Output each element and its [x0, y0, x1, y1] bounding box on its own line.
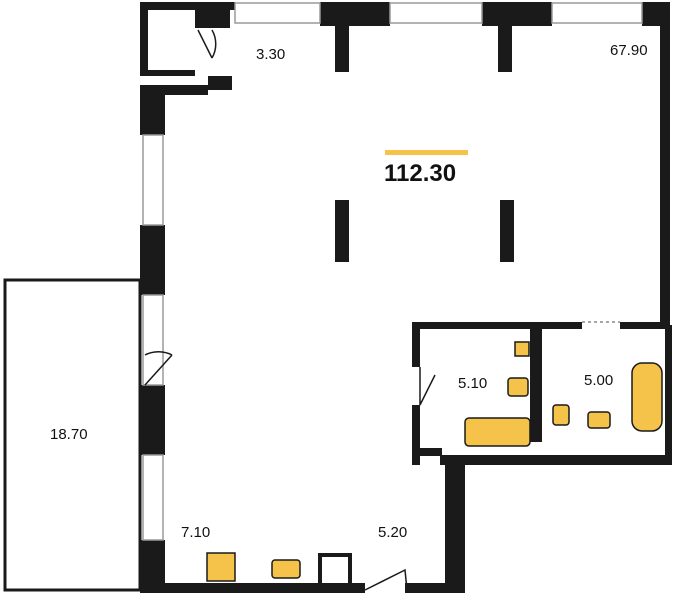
total-accent-bar	[385, 150, 468, 155]
hall-area-label: 5.20	[378, 524, 408, 541]
exterior-walls	[140, 2, 672, 593]
storage-area-label: 3.30	[256, 46, 286, 63]
windows	[142, 2, 643, 541]
main-space-area-label: 67.90	[610, 42, 648, 59]
terrace-area-label: 18.70	[50, 426, 88, 443]
fixtures	[206, 341, 663, 582]
toilet-2	[552, 404, 570, 426]
total-area-label: 112.30	[384, 160, 457, 187]
sink-1	[514, 341, 530, 357]
sink-2	[587, 411, 611, 429]
fridge	[318, 553, 352, 587]
kitchen-sink	[271, 559, 301, 579]
doors	[144, 29, 620, 591]
bathtub-2	[631, 362, 663, 432]
toilet-1	[507, 377, 529, 397]
bathroom-1-area-label: 5.10	[458, 375, 488, 392]
kitchen-area-label: 7.10	[181, 524, 211, 541]
bathroom-2-area-label: 5.00	[584, 372, 614, 389]
bathtub-1	[464, 417, 531, 447]
stove	[206, 552, 236, 582]
